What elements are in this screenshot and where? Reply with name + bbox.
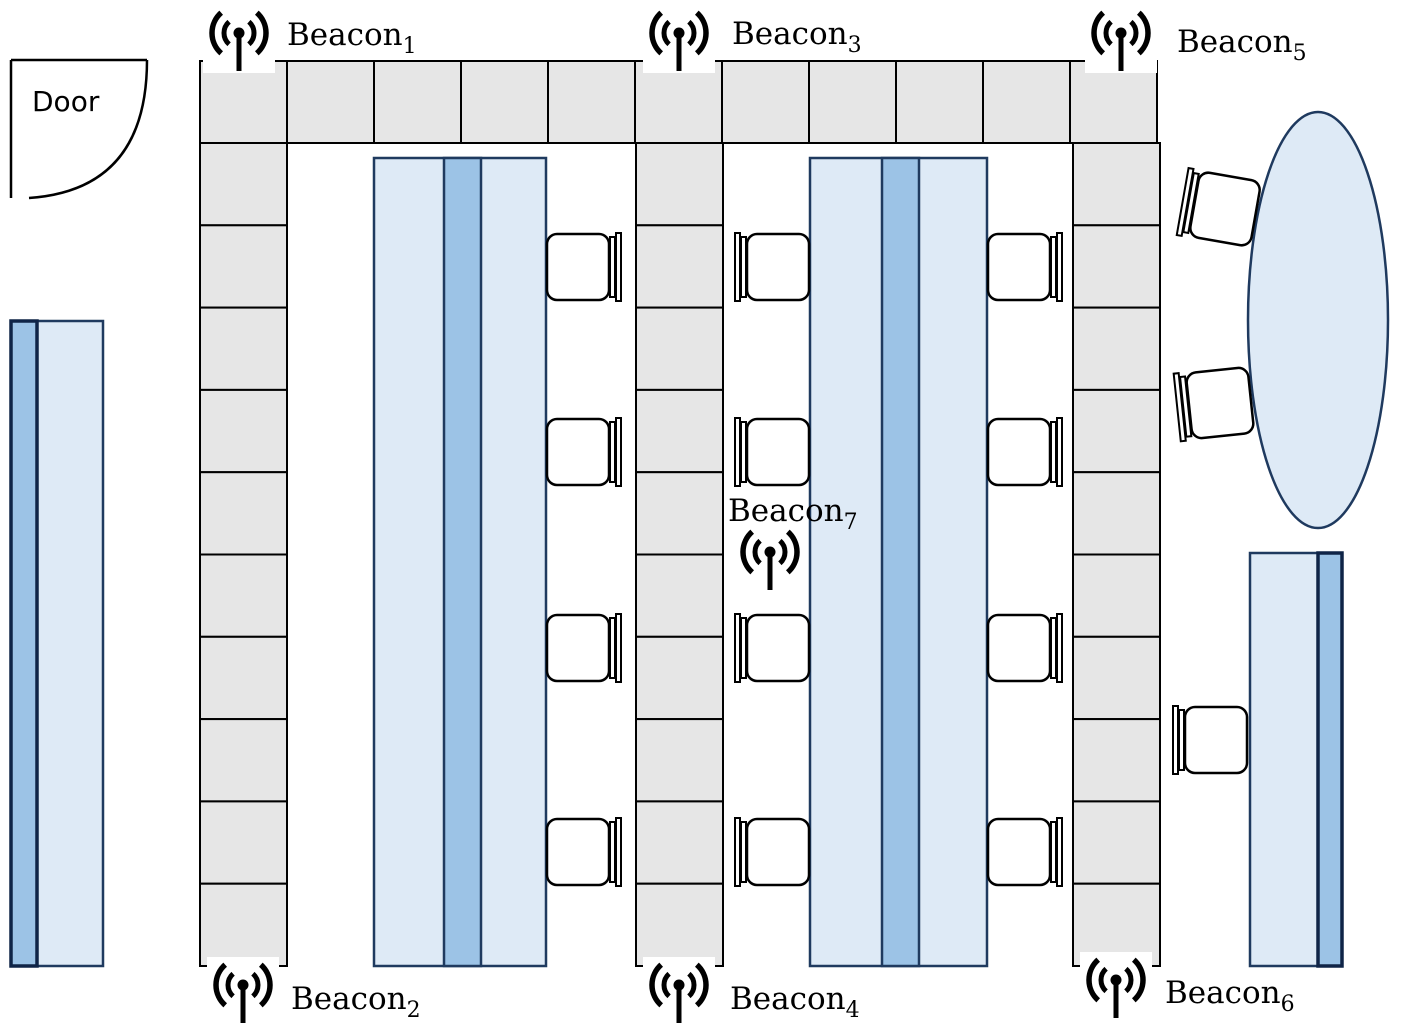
beacon-5: Beacon5 [1085, 5, 1307, 73]
beacon-6: Beacon6 [1080, 952, 1295, 1020]
floor-tile [199, 800, 288, 885]
wireless-beacon-icon [1086, 957, 1146, 1018]
floor-tile [635, 471, 724, 556]
office-chair-icon [1172, 366, 1255, 443]
floor-tile [1069, 60, 1158, 144]
door-swing-arc [28, 59, 149, 200]
chairs [545, 166, 1261, 887]
wireless-beacon-icon [649, 10, 709, 71]
beacon-2: Beacon2 [207, 957, 421, 1025]
floor-tile [373, 60, 462, 144]
floor-tile [635, 142, 724, 227]
floor-tile [286, 60, 375, 144]
beacon-label: Beacon6 [1165, 975, 1295, 1017]
wireless-beacon-icon [1091, 10, 1151, 71]
floor-tile [808, 60, 897, 144]
office-chair-icon [986, 817, 1063, 887]
floor-tile [199, 224, 288, 309]
floor-tile [635, 718, 724, 803]
floor-tile [635, 306, 724, 391]
floor-tile [1072, 718, 1161, 803]
beacon-3: Beacon3 [643, 5, 862, 73]
left-cabinet [9, 319, 105, 968]
floor-tile [1072, 388, 1161, 474]
wireless-beacon-icon [213, 962, 273, 1023]
desk-block-2 [808, 156, 989, 968]
floor-tile [199, 388, 288, 474]
office-chair-icon [986, 613, 1063, 683]
office-chair-icon [734, 232, 811, 302]
left-cabinet-edge [9, 319, 39, 968]
floor-tiles [199, 60, 1161, 968]
office-chair-icon [545, 817, 622, 887]
floor-tile [199, 553, 288, 638]
beacon-label: Beacon5 [1177, 24, 1307, 66]
door-label: Door [32, 85, 100, 118]
floor-tile [635, 635, 724, 721]
beacon-label: Beacon1 [287, 17, 417, 59]
office-chair-icon [545, 613, 622, 683]
beacon-label: Beacon2 [291, 981, 421, 1023]
office-chair-icon [734, 417, 811, 487]
floor-tile [1072, 635, 1161, 721]
wireless-beacon-icon [209, 10, 269, 71]
beacon-1: Beacon1 [203, 5, 417, 73]
floor-tile [199, 142, 288, 227]
office-chair-icon [545, 417, 622, 487]
floor-tile [721, 60, 810, 144]
office-chair-icon [1172, 705, 1249, 775]
office-chair-icon [986, 417, 1063, 487]
floor-tile [199, 718, 288, 803]
office-chair-icon [545, 232, 622, 302]
floor-tile [1072, 224, 1161, 309]
floor-tile [635, 388, 724, 474]
wireless-beacon-icon [740, 529, 800, 590]
right-desk-edge [1316, 551, 1344, 968]
beacon-label: Beacon7 [728, 493, 858, 535]
floor-tile [895, 60, 984, 144]
beacon-label: Beacon4 [730, 981, 860, 1023]
office-chair-icon [734, 817, 811, 887]
floor-tile [199, 635, 288, 721]
floor-tile [1072, 553, 1161, 638]
floor-tile [635, 553, 724, 638]
desk-block-1-divider [442, 156, 483, 968]
right-desk [1248, 551, 1344, 968]
floor-tile [199, 471, 288, 556]
office-chair-icon [986, 232, 1063, 302]
floor-tile [1072, 800, 1161, 885]
beacon-7: Beacon7 [728, 493, 858, 592]
floor-tile [460, 60, 549, 144]
floor-tile [1072, 306, 1161, 391]
wireless-beacon-icon [649, 962, 709, 1023]
floor-tile [635, 882, 724, 968]
desk-block-2-divider [880, 156, 921, 968]
floor-tile [634, 60, 723, 144]
floor-tile [1072, 142, 1161, 227]
desk-block-1 [372, 156, 548, 968]
beacon-label: Beacon3 [732, 16, 862, 58]
floor-tile [199, 60, 288, 144]
floor-tile [199, 882, 288, 968]
floor-tile [982, 60, 1071, 144]
floor-tile [547, 60, 636, 144]
door: Door [9, 58, 149, 200]
floor-tile [1072, 471, 1161, 556]
oval-meeting-table [1246, 110, 1390, 530]
floor-tile [635, 800, 724, 885]
floor-tile [635, 224, 724, 309]
beacon-4: Beacon4 [643, 957, 860, 1025]
floor-tile [199, 306, 288, 391]
office-chair-icon [734, 613, 811, 683]
office-chair-icon [1175, 166, 1261, 247]
